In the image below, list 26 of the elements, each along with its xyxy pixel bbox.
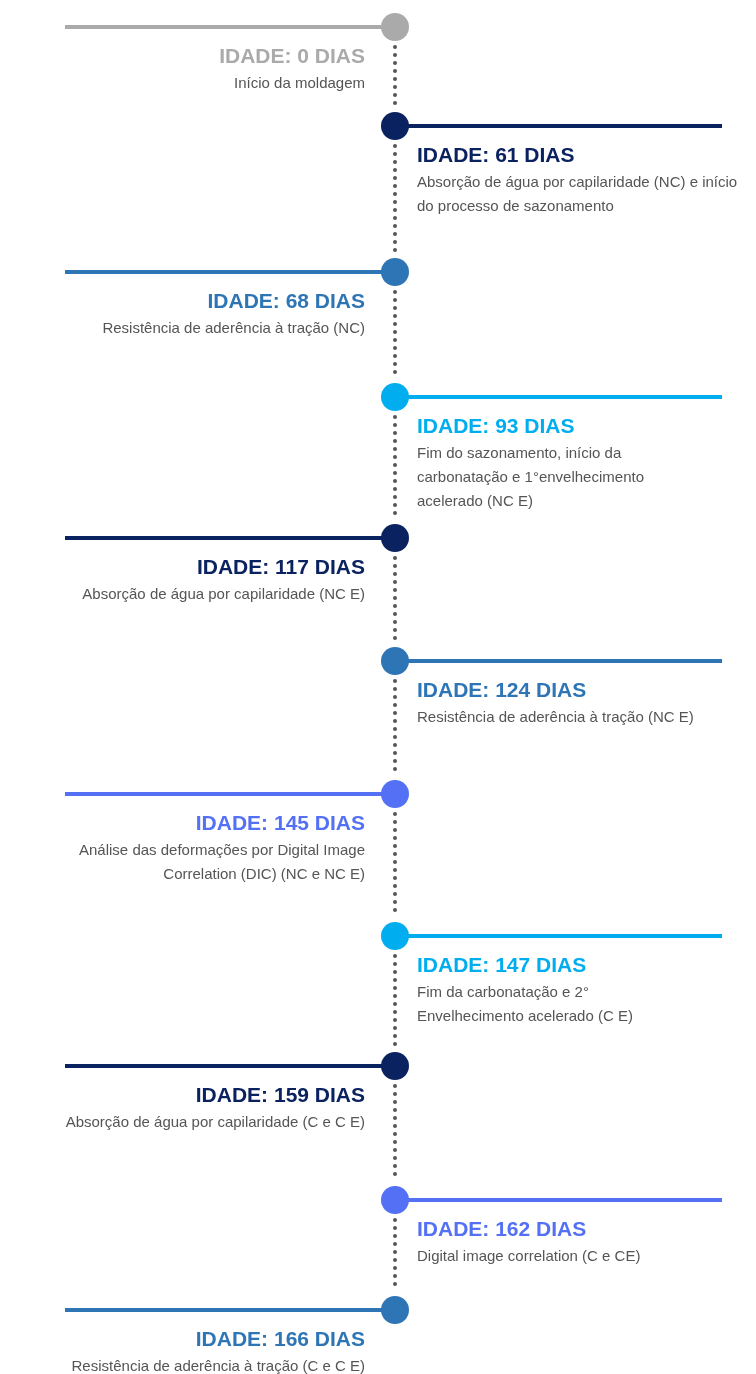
dotted-connector	[393, 45, 397, 108]
age-heading: IDADE: 147 DIAS	[417, 952, 587, 978]
dotted-connector	[393, 144, 397, 254]
event-description: Absorção de água por capilaridade (NC) e início do processo de sazonamento	[417, 172, 739, 216]
age-heading: IDADE: 117 DIAS	[196, 554, 365, 580]
age-heading: IDADE: 162 DIAS	[417, 1216, 587, 1242]
dotted-connector	[393, 954, 397, 1048]
event-description: Resistência de aderência à tração (NC)	[102, 318, 365, 338]
event-description: Início da moldagem	[234, 73, 365, 93]
age-heading: IDADE: 124 DIAS	[417, 677, 587, 703]
age-heading: IDADE: 0 DIAS	[219, 43, 365, 69]
age-heading: IDADE: 145 DIAS	[195, 810, 365, 836]
age-heading: IDADE: 159 DIAS	[195, 1082, 365, 1108]
age-heading: IDADE: 93 DIAS	[417, 413, 575, 439]
event-description: Resistência de aderência à tração (C e C E)	[71, 1356, 365, 1374]
event-description: Resistência de aderência à tração (NC E)	[417, 707, 694, 727]
event-description: Digital image correlation (C e CE)	[417, 1246, 641, 1266]
age-heading: IDADE: 61 DIAS	[417, 142, 575, 168]
age-heading: IDADE: 166 DIAS	[195, 1326, 365, 1352]
dotted-connector	[393, 556, 397, 643]
age-heading: IDADE: 68 DIAS	[207, 288, 365, 314]
event-description: Análise das deformações por Digital Image Correlation (DIC) (NC e NC E)	[78, 840, 365, 884]
event-description: Absorção de água por capilaridade (C e C E)	[65, 1112, 365, 1132]
event-description: Fim da carbonatação e 2° Envelhecimento acelerado (C E)	[417, 982, 634, 1026]
event-description: Fim do sazonamento, início da carbonatação e 1°envelhecimento acelerado (NC E)	[417, 443, 645, 511]
event-description: Absorção de água por capilaridade (NC E)	[82, 584, 365, 604]
